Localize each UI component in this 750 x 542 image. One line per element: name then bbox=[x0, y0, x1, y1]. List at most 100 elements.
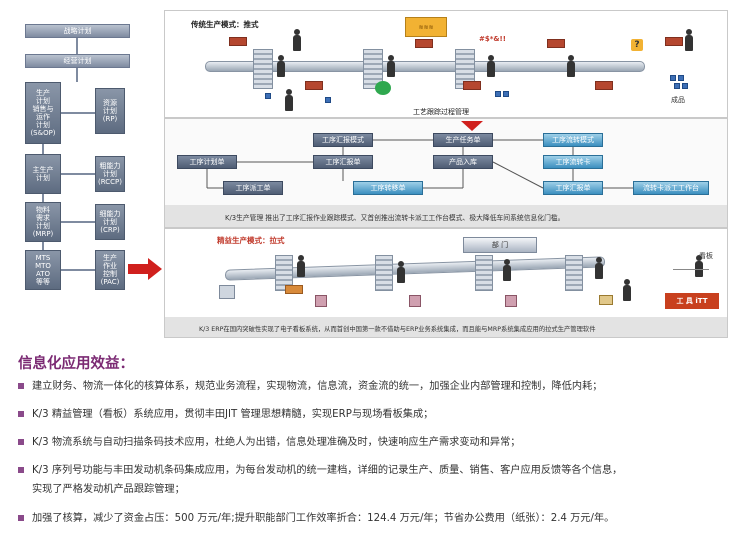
shelf-rack bbox=[375, 255, 393, 291]
computer-icon bbox=[219, 285, 235, 299]
node-flow-card-mode: 工序流转模式 bbox=[543, 133, 603, 147]
node-task-order: 生产任务单 bbox=[433, 133, 493, 147]
red-down-arrow-icon bbox=[461, 121, 483, 131]
kanban-line bbox=[673, 269, 709, 270]
material-plan-box: 物料 需求 计划 (MRP) bbox=[25, 202, 61, 242]
connector-lines bbox=[206, 139, 633, 189]
benefits-title: 信息化应用效益： bbox=[18, 356, 134, 372]
worker-figure bbox=[685, 29, 693, 51]
parcel bbox=[285, 285, 303, 294]
worker-figure bbox=[293, 29, 301, 51]
node-report-mode: 工序汇报模式 bbox=[313, 133, 373, 147]
worker-figure bbox=[387, 55, 395, 77]
caption-bar bbox=[165, 317, 727, 337]
bullet-icon bbox=[18, 467, 24, 473]
panel-title: 传统生产模式：推式 bbox=[191, 20, 259, 29]
arrow-right bbox=[61, 112, 95, 114]
crate bbox=[463, 81, 481, 90]
master-schedule-box: 主生产 计划 bbox=[25, 154, 61, 194]
node-summary: 工序汇报单 bbox=[543, 181, 603, 195]
crate bbox=[595, 81, 613, 90]
crate bbox=[305, 81, 323, 90]
worker-figure bbox=[297, 255, 305, 277]
mid-caption: K/3生产管理 推出了工序汇报作业跟踪模式、又首创推出流转卡派工工作台模式、极大… bbox=[225, 214, 565, 222]
operations-plan-band: 经营计划 bbox=[25, 54, 130, 68]
node-dispatch: 工序派工单 bbox=[223, 181, 283, 195]
benefit-item: 建立财务、物流一体化的核算体系，规范业务流程，实现物流，信息流，资金流的统一，加… bbox=[18, 378, 738, 395]
worker-figure bbox=[503, 259, 511, 281]
tool-sign: 工 具 iTT bbox=[665, 293, 719, 309]
worker-figure bbox=[567, 55, 575, 77]
crate bbox=[229, 37, 247, 46]
blue-box bbox=[503, 91, 509, 97]
mts-mto-box: MTS MTO ATO 等等 bbox=[25, 250, 61, 290]
node-process-plan: 工序计划单 bbox=[177, 155, 237, 169]
arrow-down bbox=[76, 68, 78, 82]
blue-box bbox=[325, 97, 331, 103]
kanban-label: 看板 bbox=[699, 252, 713, 260]
shelf-rack bbox=[275, 255, 293, 291]
parts-tray bbox=[599, 295, 613, 305]
spill-icon bbox=[375, 81, 391, 95]
bullet-icon bbox=[18, 515, 24, 521]
arrow-down bbox=[42, 194, 44, 202]
blue-box bbox=[670, 75, 676, 81]
shelf-rack bbox=[475, 255, 493, 291]
pac-box: 生产 作业 控制 (PAC) bbox=[95, 250, 125, 290]
caption-bar bbox=[165, 205, 727, 227]
scanner-icon bbox=[505, 295, 517, 307]
rough-capacity-box: 粗能力 计划 (RCCP) bbox=[95, 156, 125, 192]
lean-mode-panel: 精益生产模式：拉式 部 门 看板 工 具 iTT K/3 ERP在国内突破性实现… bbox=[164, 228, 728, 338]
department-label: 部 门 bbox=[463, 237, 537, 253]
benefit-item-continued: 实现了严格发动机产品跟踪管理； bbox=[32, 484, 185, 495]
benefit-item: 加强了核算，减少了资金占压：500 万元/年;提升职能部门工作效率折合：124.… bbox=[18, 510, 738, 527]
sign-board: ≋≋≋ bbox=[405, 17, 447, 37]
traditional-mode-panel: 传统生产模式：推式 ≋≋≋ #$*&!! ? 工艺跟踪过程管理 成品 bbox=[164, 10, 728, 118]
worker-figure bbox=[623, 279, 631, 301]
crate bbox=[665, 37, 683, 46]
conveyor-belt bbox=[205, 61, 645, 72]
node-transfer: 工序转移单 bbox=[353, 181, 423, 195]
arrow-right bbox=[61, 173, 95, 175]
sign-text: #$*&!! bbox=[479, 35, 506, 43]
bullet-icon bbox=[18, 439, 24, 445]
shelf-rack bbox=[363, 49, 383, 89]
scanner-icon bbox=[409, 295, 421, 307]
node-product-in: 产品入库 bbox=[433, 155, 493, 169]
scanner-icon bbox=[315, 295, 327, 307]
worker-figure bbox=[397, 261, 405, 283]
crate bbox=[547, 39, 565, 48]
arrow-down bbox=[42, 144, 44, 154]
arrow-right bbox=[61, 269, 95, 271]
node-report-order: 工序汇报单 bbox=[313, 155, 373, 169]
worker-figure bbox=[487, 55, 495, 77]
benefit-item: K/3 精益管理（看板）系统应用，贯彻丰田JIT 管理思想精髓，实现ERP与现场… bbox=[18, 406, 738, 423]
arrow-down bbox=[42, 242, 44, 250]
red-arrow-icon bbox=[128, 258, 162, 280]
worker-figure bbox=[285, 89, 293, 111]
bullet-icon bbox=[18, 411, 24, 417]
arrow-right bbox=[61, 221, 95, 223]
bullet-icon bbox=[18, 383, 24, 389]
blue-box bbox=[495, 91, 501, 97]
finished-label: 成品 bbox=[671, 96, 685, 104]
blue-box bbox=[674, 83, 680, 89]
worker-figure bbox=[595, 257, 603, 279]
strategy-plan-band: 战略计划 bbox=[25, 24, 130, 38]
shelf-rack bbox=[565, 255, 583, 291]
blue-box bbox=[678, 75, 684, 81]
crate bbox=[415, 39, 433, 48]
production-plan-box: 生产 计划 销售与 运作 计划 (S&OP) bbox=[25, 82, 61, 144]
blue-box bbox=[265, 93, 271, 99]
node-flow-dispatch: 流转卡派工工作台 bbox=[633, 181, 709, 195]
shelf-rack bbox=[253, 49, 273, 89]
resource-plan-box: 资源 计划 (RP) bbox=[95, 88, 125, 134]
capacity-plan-box: 细能力 计划 (CRP) bbox=[95, 204, 125, 240]
benefit-item: K/3 序列号功能与丰田发动机条码集成应用，为每台发动机的统一建档，详细的记录生… bbox=[18, 462, 738, 479]
blue-box bbox=[682, 83, 688, 89]
work-process-panel: 工序汇报模式 生产任务单 工序流转模式 工序计划单 工序汇报单 产品入库 工序流… bbox=[164, 118, 728, 228]
arrow-down bbox=[76, 38, 78, 54]
question-icon: ? bbox=[631, 39, 643, 51]
worker-figure bbox=[277, 55, 285, 77]
process-label: 工艺跟踪过程管理 bbox=[413, 108, 469, 116]
